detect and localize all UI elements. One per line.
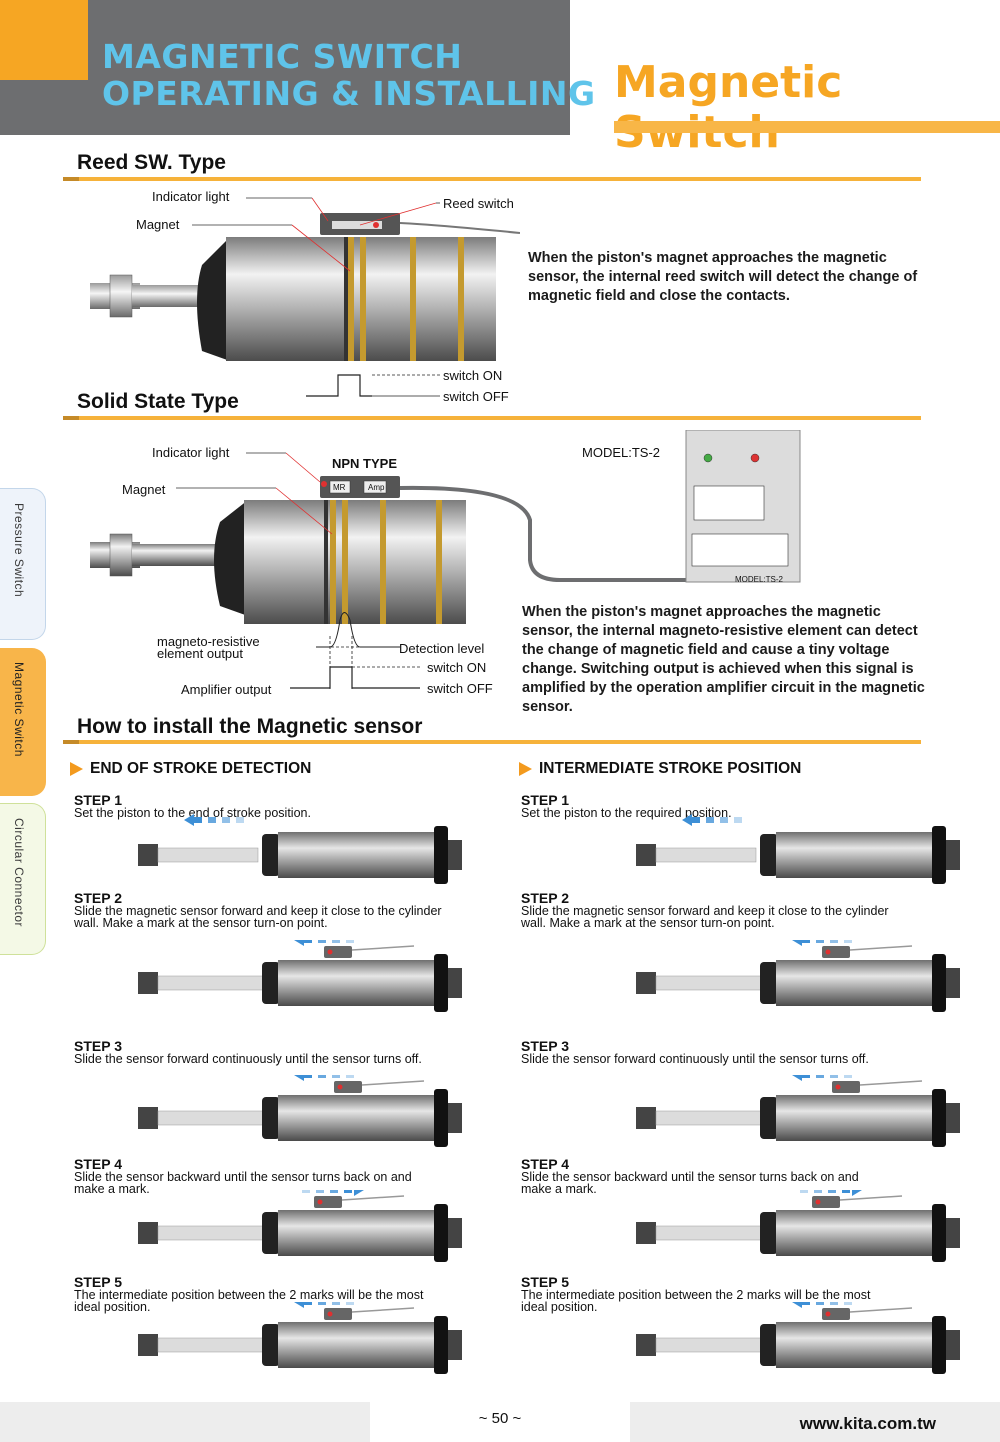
page-number: ~ 50 ~ [370, 1402, 630, 1442]
side-tab-label: Pressure Switch [12, 503, 26, 598]
step-cylinder-illustration [636, 1302, 960, 1374]
reed-cylinder-illustration [90, 197, 520, 397]
right-step-3: STEP 3Slide the sensor forward continuou… [521, 1038, 869, 1066]
footer-url[interactable]: www.kita.com.tw [799, 1414, 936, 1433]
section-title-solid-state: Solid State Type [77, 390, 239, 413]
left-step-4: STEP 4Slide the sensor backward until th… [74, 1156, 412, 1196]
indicator-light-icon [321, 481, 327, 487]
step-cylinder-illustration [636, 1075, 960, 1147]
left-step-1: STEP 1Set the piston to the end of strok… [74, 792, 311, 820]
label-amp: Amp [368, 483, 385, 492]
side-tab-label: Circular Connector [12, 818, 26, 928]
section-title-install: How to install the Magnetic sensor [77, 715, 423, 738]
page-title-line2: OPERATING & INSTALLING [102, 74, 596, 113]
side-tab-pressure-switch[interactable]: Pressure Switch [0, 488, 46, 640]
label-amplifier-output: Amplifier output [181, 682, 272, 697]
step-cylinder-illustration [138, 1190, 462, 1262]
side-tab-label: Magnetic Switch [12, 662, 26, 757]
label-switch-on: switch ON [443, 368, 503, 383]
end-cap-icon [197, 237, 230, 361]
led-green-icon [703, 453, 713, 463]
sensor-cable [399, 485, 688, 582]
label-mr: MR [333, 483, 346, 492]
step-cylinder-illustration [636, 814, 960, 884]
step-cylinder-illustration [138, 1302, 462, 1374]
label-switch-on: switch ON [427, 660, 487, 675]
label-detection-level: Detection level [399, 641, 485, 656]
page-title: MAGNETIC SWITCH OPERATING & INSTALLING [102, 38, 596, 112]
label-magnet: Magnet [122, 482, 166, 497]
label-indicator-light: Indicator light [152, 445, 230, 460]
right-step-4: STEP 4Slide the sensor backward until th… [521, 1156, 859, 1196]
side-tab-magnetic-switch[interactable]: Magnetic Switch [0, 648, 46, 796]
section-rule [63, 177, 921, 181]
label-mr-output: magneto-resistive element output [157, 634, 260, 661]
header-block [0, 0, 570, 135]
label-model-small: MODEL:TS-2 [735, 575, 784, 584]
label-indicator-light: Indicator light [152, 189, 230, 204]
category-title: Magnetic Switch [614, 57, 843, 158]
right-step-2: STEP 2Slide the magnetic sensor forward … [521, 890, 889, 930]
indicator-light-icon [373, 222, 379, 228]
subheading-end-of-stroke: END OF STROKE DETECTION [70, 760, 311, 778]
section-rule [63, 740, 921, 744]
left-step-3: STEP 3Slide the sensor forward continuou… [74, 1038, 422, 1066]
page-title-line1: MAGNETIC SWITCH [102, 37, 463, 76]
left-step-5: STEP 5The intermediate position between … [74, 1274, 424, 1314]
header-accent [0, 0, 88, 80]
terminal-block-icon [691, 533, 789, 567]
reed-description: When the piston's magnet approaches the … [528, 250, 918, 304]
step-cylinder-illustration [636, 1190, 960, 1262]
subheading-intermediate-stroke: INTERMEDIATE STROKE POSITION [519, 760, 801, 778]
right-step-1: STEP 1Set the piston to the required pos… [521, 792, 732, 820]
step-cylinder-illustration [138, 1075, 462, 1147]
label-switch-off: switch OFF [443, 389, 509, 404]
label-model: MODEL:TS-2 [582, 445, 661, 460]
solid-state-cylinder-illustration [90, 430, 801, 690]
label-switch-off: switch OFF [427, 681, 493, 696]
label-npn-type: NPN TYPE [332, 456, 398, 471]
end-cap-icon [214, 500, 248, 616]
step-cylinder-illustration [636, 940, 960, 1012]
section-title-reed: Reed SW. Type [77, 151, 226, 174]
left-step-2: STEP 2Slide the magnetic sensor forward … [74, 890, 442, 930]
section-rule [63, 416, 921, 420]
label-reed-switch: Reed switch [443, 196, 514, 211]
solid-state-description: When the piston's magnet approaches the … [522, 604, 925, 715]
led-red-icon [750, 453, 760, 463]
category-underline [614, 121, 1000, 133]
step-cylinder-illustration [138, 814, 462, 884]
right-step-5: STEP 5The intermediate position between … [521, 1274, 871, 1314]
label-magnet: Magnet [136, 217, 180, 232]
side-tab-circular-connector[interactable]: Circular Connector [0, 803, 46, 955]
step-cylinder-illustration [138, 940, 462, 1012]
